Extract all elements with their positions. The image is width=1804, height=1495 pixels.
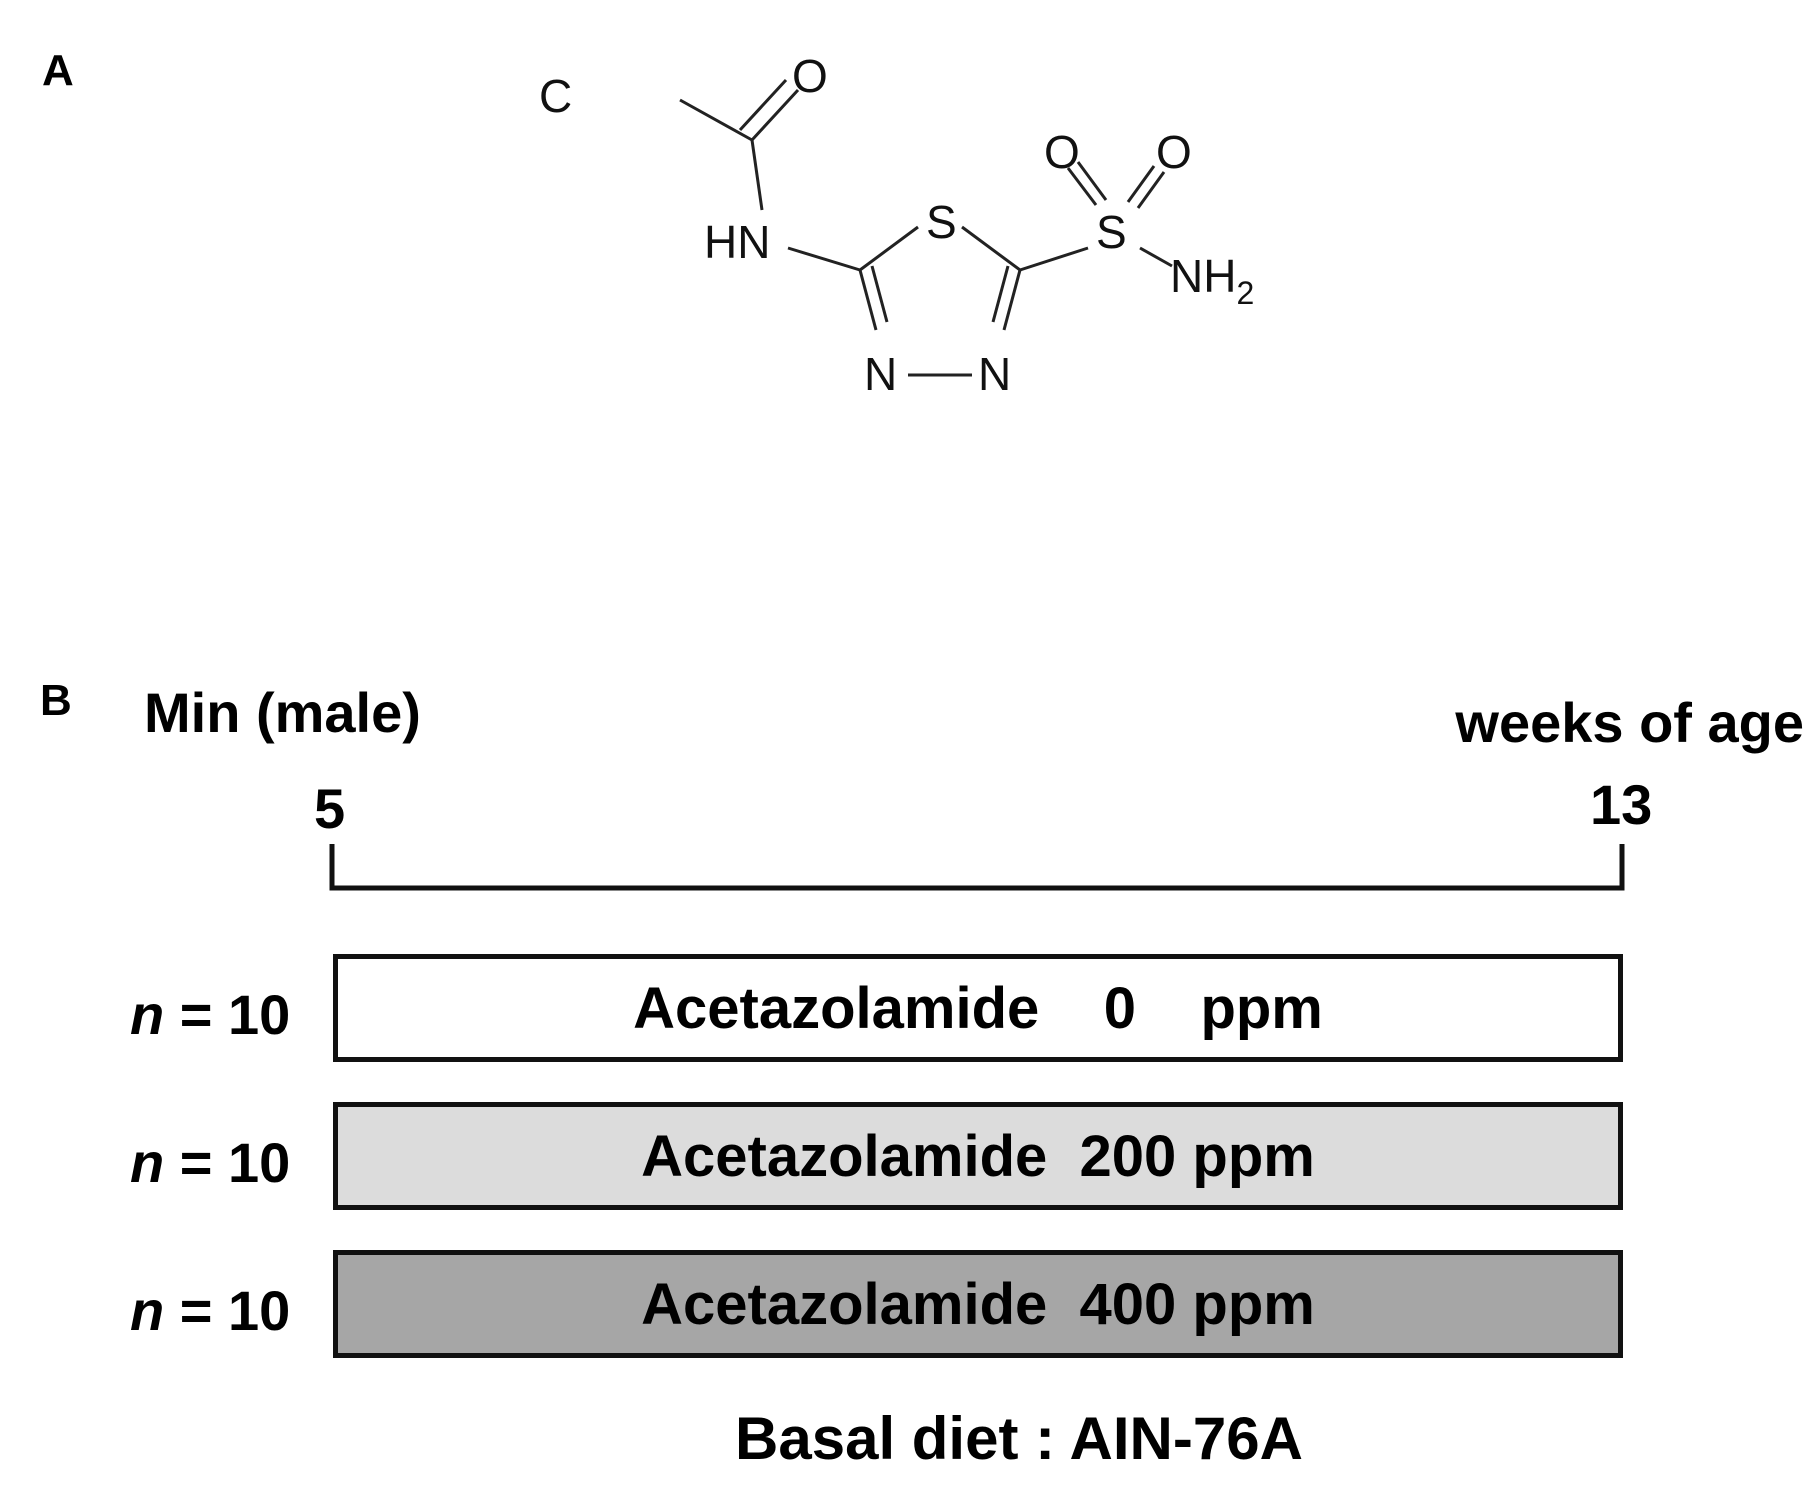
svg-text:O: O [792, 50, 828, 102]
svg-text:O: O [1044, 126, 1080, 178]
dose-box-0ppm: Acetazolamide 0 ppm [333, 954, 1623, 1062]
group-size-label: n = 10 [130, 1131, 291, 1194]
group-size-label: n = 10 [130, 1279, 291, 1342]
dose-box-200ppm: Acetazolamide 200 ppm [333, 1102, 1623, 1210]
dose-box-400ppm: Acetazolamide 400 ppm [333, 1250, 1623, 1358]
diet-label: Basal diet : AIN-76A [735, 1405, 1303, 1472]
panel-label-a: A [42, 46, 74, 95]
svg-text:S: S [926, 196, 957, 248]
svg-text:H3C: H3C [540, 70, 572, 131]
group-row: n = 10 Acetazolamide 400 ppm [0, 1250, 1804, 1366]
svg-text:N: N [978, 348, 1011, 400]
svg-text:O: O [1156, 126, 1192, 178]
end-week-label: 13 [1590, 773, 1653, 836]
svg-text:S: S [1096, 206, 1127, 258]
svg-text:HN: HN [704, 216, 770, 268]
svg-text:NH2: NH2 [1170, 250, 1254, 311]
panel-label-b: B [40, 676, 72, 725]
start-week-label: 5 [314, 777, 346, 840]
acetazolamide-structure: H3C O HN S N N S O O NH2 [540, 50, 1254, 400]
svg-text:N: N [864, 348, 897, 400]
timeline-bracket [329, 844, 1625, 891]
group-size-label: n = 10 [130, 983, 291, 1046]
group-row: n = 10 Acetazolamide 0 ppm [0, 954, 1804, 1070]
strain-label: Min (male) [144, 681, 421, 744]
group-row: n = 10 Acetazolamide 200 ppm [0, 1102, 1804, 1218]
axis-label: weeks of age [1455, 691, 1804, 754]
